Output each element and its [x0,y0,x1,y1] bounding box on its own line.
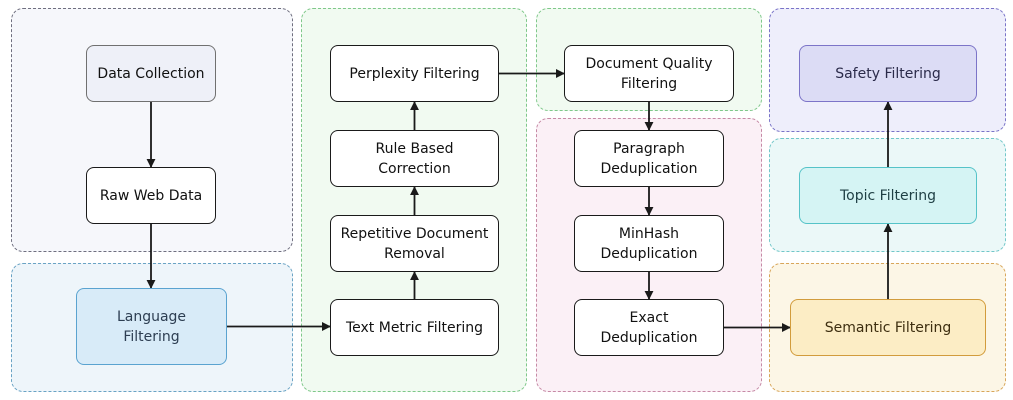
node-language-filtering: Language Filtering [76,288,227,365]
node-data-collection: Data Collection [86,45,216,102]
node-text-metric-filtering: Text Metric Filtering [330,299,499,356]
node-label: Exact Deduplication [600,309,698,346]
node-label: Language Filtering [116,308,187,345]
node-label: Safety Filtering [835,65,941,82]
node-label: Raw Web Data [99,187,203,204]
node-label: Paragraph Deduplication [600,140,698,177]
node-label: MinHash Deduplication [600,225,698,262]
node-topic-filtering: Topic Filtering [799,167,977,224]
node-exact-deduplication: Exact Deduplication [574,299,724,356]
node-paragraph-deduplication: Paragraph Deduplication [574,130,724,187]
node-label: Rule Based Correction [375,140,454,177]
node-rule-based-correction: Rule Based Correction [330,130,499,187]
node-label: Data Collection [97,65,205,82]
node-label: Topic Filtering [840,187,936,204]
node-semantic-filtering: Semantic Filtering [790,299,986,356]
node-perplexity-filtering: Perplexity Filtering [330,45,499,102]
node-label: Text Metric Filtering [345,319,484,336]
node-repetitive-document-removal: Repetitive Document Removal [330,215,499,272]
node-minhash-deduplication: MinHash Deduplication [574,215,724,272]
node-raw-web-data: Raw Web Data [86,167,216,224]
node-label: Document Quality Filtering [585,55,713,92]
node-label: Repetitive Document Removal [340,225,489,262]
node-safety-filtering: Safety Filtering [799,45,977,102]
node-label: Semantic Filtering [824,319,952,336]
node-document-quality-filtering: Document Quality Filtering [564,45,734,102]
node-label: Perplexity Filtering [349,65,480,82]
